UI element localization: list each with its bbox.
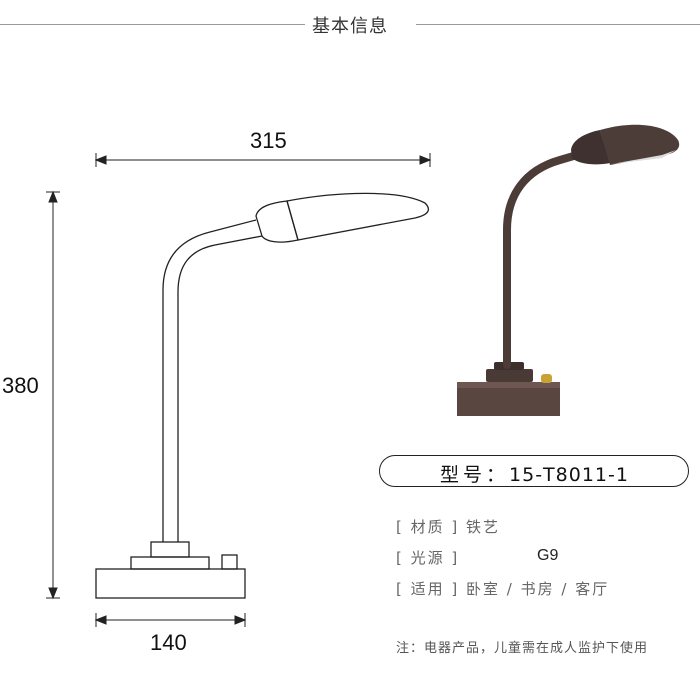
spec-row-usage: [ 适用 ] 卧室 / 书房 / 客厅 xyxy=(396,578,609,599)
header-divider-right xyxy=(416,24,700,25)
lamp-outline xyxy=(95,192,429,599)
height-dimension-line xyxy=(46,190,60,600)
safety-note: 注：电器产品，儿童需在成人监护下使用 xyxy=(396,641,649,656)
section-title: 基本信息 xyxy=(312,16,388,37)
model-badge xyxy=(379,455,689,487)
height-dimension-label: 380 xyxy=(2,373,39,398)
spec-usage-label: [ 适用 ] xyxy=(396,580,460,598)
width-dimension-label: 315 xyxy=(250,128,287,153)
lamp-product-photo xyxy=(457,124,680,416)
model-label: 型号： xyxy=(440,464,510,486)
header-divider-left xyxy=(0,24,305,25)
width-dimension-line xyxy=(94,153,432,167)
spec-material-label: [ 材质 ] xyxy=(396,518,460,536)
model-value: 15-T8011-1 xyxy=(509,464,629,486)
spec-usage-value: 卧室 / 书房 / 客厅 xyxy=(466,580,610,598)
spec-light-value: G9 xyxy=(537,547,559,564)
model-text: 型号：15-T8011-1 xyxy=(440,460,629,487)
spec-light-label: [ 光源 ] xyxy=(396,549,460,567)
spec-row-light: [ 光源 ] xyxy=(396,547,459,568)
base-width-dimension-line xyxy=(94,613,247,627)
base-width-dimension-label: 140 xyxy=(150,630,187,655)
spec-row-material: [ 材质 ] 铁艺 xyxy=(396,516,500,537)
spec-material-value: 铁艺 xyxy=(466,518,501,536)
